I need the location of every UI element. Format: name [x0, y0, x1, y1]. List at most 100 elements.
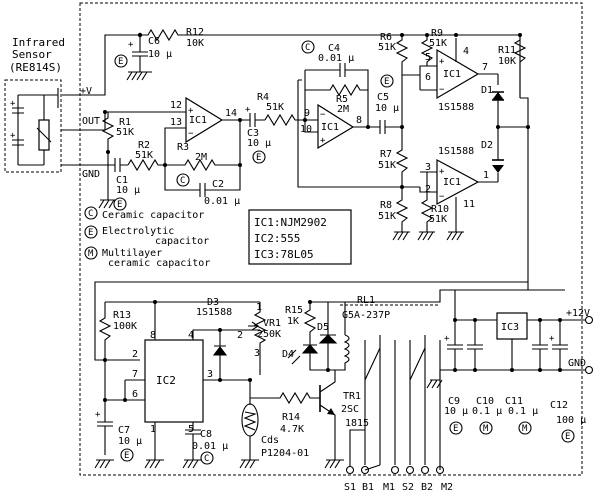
- ic-table-row3: IC3:78L05: [254, 248, 314, 261]
- ic1d-label: IC1: [443, 177, 461, 188]
- c6-type-mark: E: [118, 57, 123, 67]
- c10-value: 0.1 μ: [472, 406, 502, 417]
- ic2-pin6: 6: [132, 389, 138, 400]
- r8-value: 51K: [378, 211, 396, 222]
- r11-label: R11: [498, 45, 516, 56]
- out-b1: B1: [362, 482, 374, 493]
- c9-type-mark: E: [453, 424, 458, 434]
- c1-value: 10 μ: [116, 185, 140, 196]
- tr1-label: TR1: [343, 391, 361, 402]
- ic1a-plus: +: [188, 106, 194, 116]
- vplus-terminal: [584, 315, 594, 325]
- ic1b-plus: +: [320, 136, 326, 146]
- r12-label: R12: [186, 27, 204, 38]
- out-s2: S2: [402, 482, 414, 493]
- tr1-value2: 1815: [345, 418, 369, 429]
- legend: C Ceramic capacitor E Electrolytic capac…: [84, 206, 210, 269]
- c10-type-mark: M: [483, 424, 489, 434]
- c8-type-mark: C: [204, 454, 209, 464]
- c3-label: C3: [247, 128, 259, 139]
- c9-value: 10 μ: [444, 406, 468, 417]
- r2-value: 51K: [135, 150, 153, 161]
- c4-value: 0.01 μ: [318, 53, 354, 64]
- r1-label: R1: [119, 117, 131, 128]
- legend-e-text-2: capacitor: [155, 236, 209, 247]
- r5-value: 2M: [337, 104, 349, 115]
- ic-table-row1: IC1:NJM2902: [254, 216, 327, 229]
- ic1c-plus: +: [439, 57, 445, 67]
- ic1b-pin8: 8: [356, 115, 362, 126]
- ic2-pin4: 4: [188, 330, 194, 341]
- sensor-title-2: Sensor: [12, 48, 52, 61]
- r15-value: 1K: [287, 316, 299, 327]
- c7-value: 10 μ: [118, 436, 142, 447]
- ic1c-pin6: 6: [425, 72, 431, 83]
- r10-label: R10: [431, 204, 449, 215]
- r7-value: 51K: [378, 160, 396, 171]
- ic2-pin1: 1: [150, 424, 156, 435]
- r14-label: R14: [282, 412, 300, 423]
- ic1d-opamp: [436, 158, 480, 206]
- ic1c-minus: −: [439, 85, 445, 95]
- c5-label: C5: [377, 92, 389, 103]
- r9-label: R9: [431, 28, 443, 39]
- c3-plus: +: [245, 105, 251, 115]
- infrared-sensor: Infrared Sensor (RE814S) + +: [4, 36, 80, 173]
- ic1a-pin13: 13: [170, 117, 182, 128]
- ic2-pin3: 3: [207, 369, 213, 380]
- r4-value: 51K: [266, 102, 284, 113]
- d4-label: D4: [282, 349, 294, 360]
- r10-value: 51K: [429, 214, 447, 225]
- c11-type-mark: M: [522, 424, 528, 434]
- ic1c-opamp: [436, 48, 480, 100]
- ic1a-label: IC1: [189, 115, 207, 126]
- cds-value: P1204-01: [261, 448, 309, 459]
- out-m1: M1: [383, 482, 395, 493]
- vplus-label: +12V: [566, 308, 590, 319]
- board-outline: [79, 2, 583, 476]
- ic1d-pin11: 11: [463, 199, 475, 210]
- c9-label: C9: [448, 396, 460, 407]
- c6-plus: +: [128, 40, 134, 50]
- legend-e-mark: E: [88, 228, 93, 238]
- rl1-value: G5A-237P: [342, 310, 390, 321]
- ic1b-label: IC1: [321, 122, 339, 133]
- c9-plus: +: [444, 334, 450, 344]
- r6-value: 51K: [378, 42, 396, 53]
- ic1c-pin4: 4: [463, 46, 469, 57]
- ic1d-pin2: 2: [425, 184, 431, 195]
- ic1b-pin9: 9: [304, 108, 310, 119]
- c6-label: C6: [148, 36, 160, 47]
- gnd-terminal: [584, 365, 594, 375]
- ic1c-pin7: 7: [482, 62, 488, 73]
- r13-value: 100K: [113, 321, 137, 332]
- r2-label: R2: [138, 140, 150, 151]
- sensor-plus-mark-2: +: [10, 131, 16, 141]
- legend-m-mark: M: [88, 249, 94, 259]
- c12-label: C12: [550, 400, 568, 411]
- ic1d-pin1: 1: [483, 170, 489, 181]
- ic1b-pin10: 10: [300, 124, 312, 135]
- c12-plus: +: [549, 334, 555, 344]
- d3-label: D3: [207, 297, 219, 308]
- ic2-pin2: 2: [132, 349, 138, 360]
- r1-value: 51K: [116, 127, 134, 138]
- r7-label: R7: [380, 149, 392, 160]
- legend-e-text-1: Electrolytic: [102, 226, 174, 237]
- out-m2: M2: [441, 482, 453, 493]
- vr1-pin3: 3: [254, 348, 260, 359]
- r13-label: R13: [113, 310, 131, 321]
- r8-label: R8: [380, 200, 392, 211]
- c1-type-mark: E: [117, 200, 122, 210]
- legend-m-text-1: Multilayer: [102, 248, 162, 259]
- c4-type-mark: C: [305, 43, 310, 53]
- gnd-label: GND: [568, 358, 586, 369]
- c8-label: C8: [200, 429, 212, 440]
- c11-label: C11: [505, 396, 523, 407]
- legend-m-text-2: ceramic capacitor: [108, 258, 210, 269]
- r6-label: R6: [380, 32, 392, 43]
- c12-value: 100 μ: [556, 415, 586, 426]
- sensor-plus-mark-1: +: [10, 99, 16, 109]
- c3-value: 10 μ: [247, 138, 271, 149]
- c4-label: C4: [328, 43, 340, 54]
